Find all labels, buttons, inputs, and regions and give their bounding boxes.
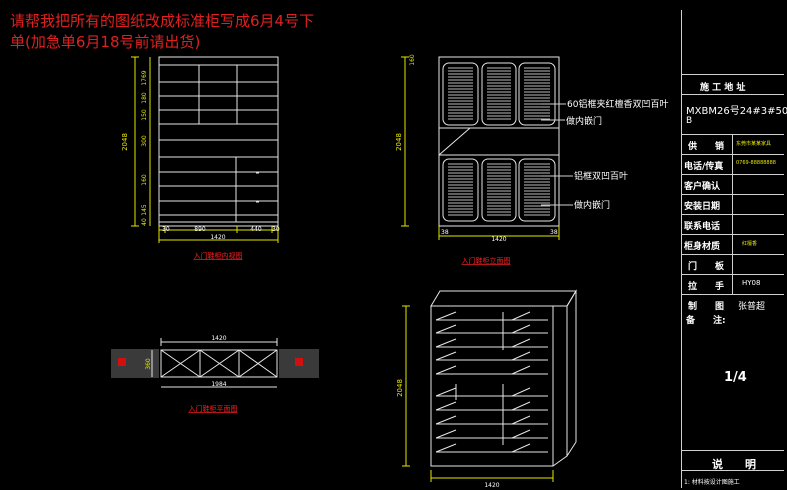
drafter-label: 制 图 (688, 302, 725, 312)
iso-shelf-edge (511, 311, 531, 321)
page-number: 1/4 (724, 370, 747, 385)
plan-view (160, 349, 278, 378)
elevation-view-cabinet (438, 56, 560, 227)
dim-1769: 1769 (141, 70, 148, 85)
iso-shelf-edge (435, 443, 457, 453)
hinge-marks (256, 81, 259, 203)
iso-shelf-edge (435, 429, 457, 439)
internal-view-title: 入门鞋柜内视图 (194, 251, 243, 260)
elevation-view-dimensions (401, 56, 560, 240)
dim-145: 145 (141, 204, 148, 216)
elev-total-1420: 1420 (491, 236, 506, 243)
material-value: 红檀香 (742, 241, 758, 247)
label-louver-lower: 铝框双凹百叶 (574, 170, 628, 182)
iso-shelf-edge (511, 338, 531, 348)
dim-150: 150 (141, 109, 148, 121)
dim-height-1: 2048 (121, 133, 129, 151)
notes-label: 说 明 (712, 458, 756, 471)
elev-right-38: 38 (550, 229, 558, 236)
iso-shelf-edge (511, 401, 531, 411)
plan-depth: 360 (145, 358, 152, 370)
title-block: 施 工 地 址 MXBM26号24#3#505 B 供 销 东莞市某某家具 电话… (681, 10, 787, 488)
site-address-label: 施 工 地 址 (700, 83, 746, 93)
elev-top-dim: 160 (409, 54, 416, 66)
iso-shelf-edge (435, 351, 457, 361)
install-date-label: 安装日期 (684, 202, 721, 212)
iso-shelf-edge (511, 365, 531, 375)
elev-left-38: 38 (441, 229, 449, 236)
internal-view-cabinet (158, 56, 279, 227)
iso-view-cabinet (430, 289, 577, 467)
phone-fax-label: 电话/传真 (684, 162, 724, 172)
site-address-value2: B (686, 116, 693, 126)
contact-phone-label: 联系电话 (684, 222, 721, 232)
dim-right-30: 30 (272, 226, 280, 233)
client-confirm-label: 客户确认 (684, 182, 721, 192)
handle-label: 拉 手 (688, 282, 725, 292)
dim-total-1420: 1420 (210, 234, 225, 241)
dim-40: 40 (141, 218, 148, 226)
elevation-leaders (541, 103, 573, 206)
iso-shelf-edge (511, 387, 531, 397)
elev-height: 2048 (395, 133, 403, 151)
phone-fax-value: 0769-88888888 (736, 160, 776, 166)
elevation-view-title: 入门鞋柜立面图 (462, 256, 511, 265)
iso-shelves (435, 311, 548, 453)
iso-shelf-edge (511, 429, 531, 439)
order-note-line2: 单(加急单6月18号前请出货) (10, 33, 201, 51)
supply-label: 供 销 (688, 142, 725, 152)
label-inset-door-upper: 做内嵌门 (566, 115, 602, 127)
iso-shelf-edge (435, 387, 457, 397)
handle-value: HY08 (742, 279, 761, 287)
dim-left-30: 30 (162, 226, 170, 233)
dim-180: 180 (141, 92, 148, 104)
notes-text: 1: 材料按设计图施工 (684, 479, 740, 486)
iso-shelf-edge (435, 338, 457, 348)
iso-shelf-edge (435, 401, 457, 411)
iso-shelf-edge (435, 311, 457, 321)
iso-dimensions (402, 305, 554, 482)
iso-shelf-edge (511, 443, 531, 453)
dim-300: 300 (141, 135, 148, 147)
material-label: 柜身材质 (684, 242, 721, 252)
drafter-value: 张普超 (738, 302, 766, 312)
plan-bottom-1984: 1984 (211, 381, 226, 388)
label-louver-60: 60铝框夹红檀香双凹百叶 (567, 98, 668, 110)
plan-view-title: 入门鞋柜平面图 (189, 404, 238, 413)
site-address-value: MXBM26号24#3#505 (686, 106, 787, 117)
label-inset-door-lower: 做内嵌门 (574, 199, 610, 211)
iso-width: 1420 (484, 482, 499, 489)
iso-shelf-edge (511, 415, 531, 425)
dim-160: 160 (141, 174, 148, 186)
internal-view-dimensions (131, 56, 279, 243)
dim-440: 440 (250, 226, 262, 233)
plan-dimensions (151, 338, 278, 388)
iso-shelf-edge (435, 415, 457, 425)
iso-shelf-edge (511, 324, 531, 334)
remarks-label: 备 注: (686, 316, 726, 326)
iso-height: 2048 (396, 379, 404, 397)
iso-shelf-edge (511, 351, 531, 361)
order-note-line1: 请帮我把所有的图纸改成标准柜写成6月4号下 (10, 12, 315, 30)
plan-walls (111, 349, 319, 378)
iso-shelf-edge (435, 324, 457, 334)
door-panel-label: 门 板 (688, 262, 725, 272)
dim-890: 890 (194, 226, 206, 233)
supply-value: 东莞市某某家具 (736, 141, 772, 147)
plan-top-1420: 1420 (211, 335, 226, 342)
iso-shelf-edge (435, 365, 457, 375)
louver-slats (448, 67, 550, 216)
